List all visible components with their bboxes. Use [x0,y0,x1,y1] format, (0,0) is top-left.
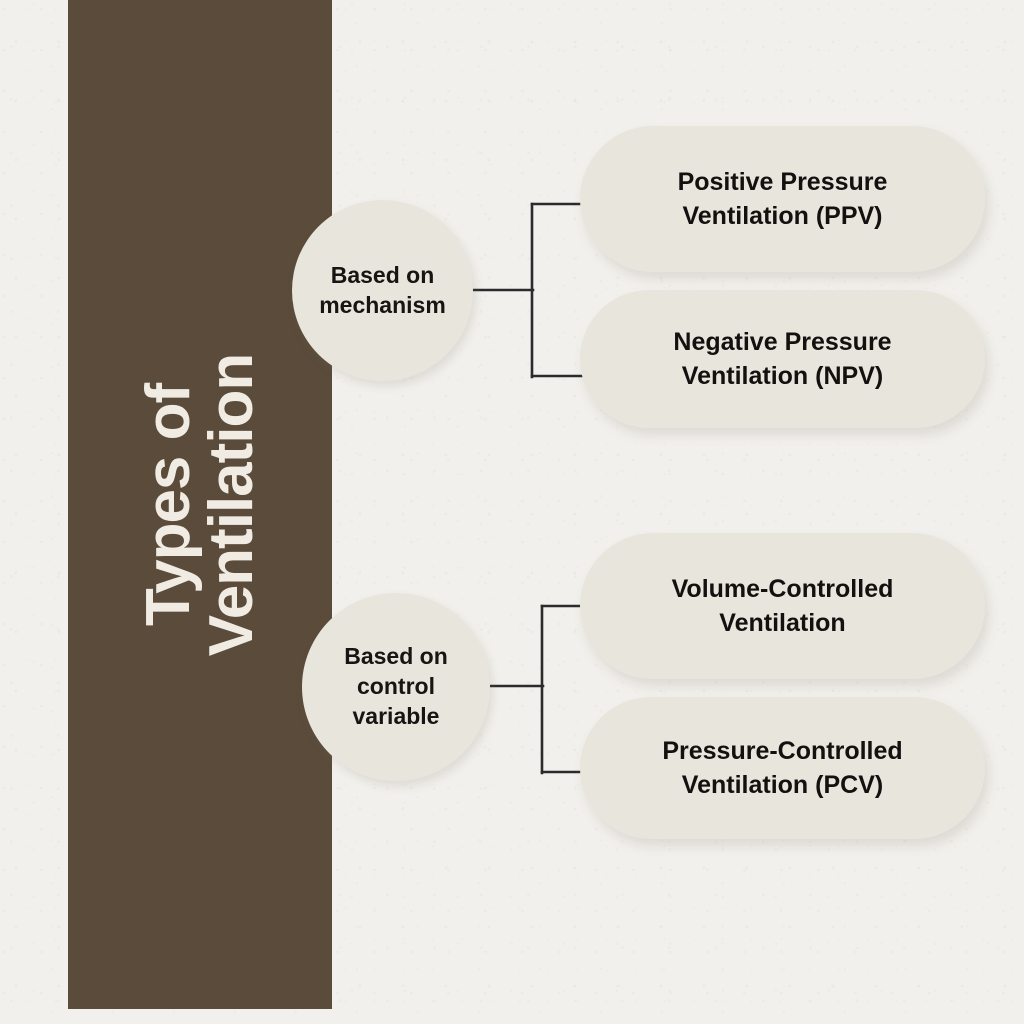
node-positive-pressure-ventilation-label: Positive Pressure Ventilation (PPV) [677,167,888,231]
node-volume-controlled-ventilation[interactable]: Volume-Controlled Ventilation [580,533,985,679]
title-sidebar: Types of Ventilation [68,0,332,1009]
page-title-line-2: Ventilation [197,353,266,656]
connector-group-mechanism [471,202,594,379]
page-title: Types of Ventilation [133,353,266,656]
node-negative-pressure-ventilation[interactable]: Negative Pressure Ventilation (NPV) [580,290,985,428]
node-positive-pressure-ventilation[interactable]: Positive Pressure Ventilation (PPV) [580,126,985,272]
node-based-on-control-variable[interactable]: Based on control variable [302,593,490,781]
node-pressure-controlled-ventilation[interactable]: Pressure-Controlled Ventilation (PCV) [580,697,985,839]
page-title-line-1: Types of [133,383,203,626]
node-based-on-mechanism-label: Based on mechanism [319,261,446,318]
node-based-on-mechanism[interactable]: Based on mechanism [292,200,473,381]
node-based-on-control-variable-label: Based on control variable [344,643,448,729]
node-negative-pressure-ventilation-label: Negative Pressure Ventilation (NPV) [673,327,892,391]
node-pressure-controlled-ventilation-label: Pressure-Controlled Ventilation (PCV) [662,736,903,800]
node-volume-controlled-ventilation-label: Volume-Controlled Ventilation [671,574,894,638]
